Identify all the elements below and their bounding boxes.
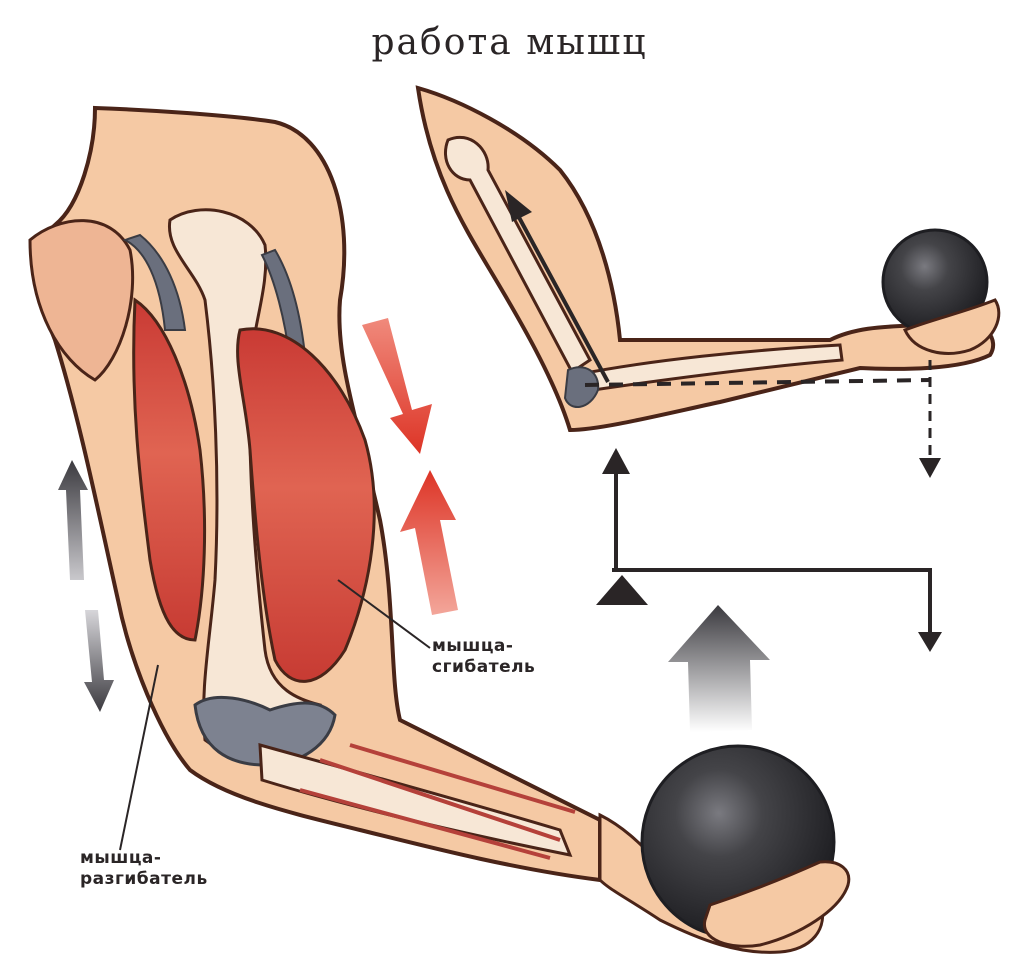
effort-arrowhead <box>602 448 630 474</box>
load-arrowhead <box>918 632 942 652</box>
small-arm-illustration <box>418 88 999 478</box>
extensor-label-line-1: мышца- <box>80 848 208 869</box>
extensor-muscle-label: мышца- разгибатель <box>80 848 208 890</box>
flexor-label-line-1: мышца- <box>432 636 535 657</box>
red-arrow-up <box>400 470 458 615</box>
grey-arrow-down-left <box>84 610 114 712</box>
flexor-label-line-2: сгибатель <box>432 657 535 678</box>
weight-dashed-arrowhead <box>919 458 941 478</box>
lever-schematic <box>596 448 942 652</box>
red-arrow-down <box>362 318 432 454</box>
fulcrum-triangle <box>596 575 648 605</box>
extensor-leader-line <box>120 665 158 850</box>
grey-arrow-up-left <box>58 460 88 580</box>
flexor-muscle-label: мышца- сгибатель <box>432 636 535 678</box>
lift-arrow <box>668 605 770 732</box>
extensor-label-line-2: разгибатель <box>80 869 208 890</box>
